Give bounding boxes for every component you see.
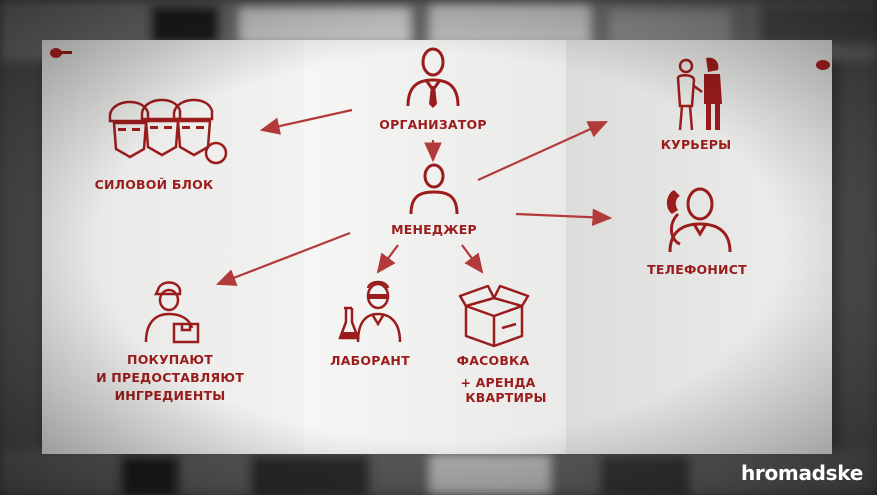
packing-extra-line-2: КВАРТИРЫ <box>465 390 547 405</box>
pin-icon <box>50 48 72 58</box>
arrow-manager-to-couriers <box>477 120 609 182</box>
phone-operator-icon <box>666 187 732 253</box>
couriers-icon <box>676 57 722 131</box>
brand-logo: hromadske <box>740 461 863 485</box>
arrow-manager-to-packing <box>461 244 484 274</box>
businessman-icon <box>406 47 460 108</box>
delivery-person-icon <box>144 281 200 344</box>
lab-label: ЛАБОРАНТ <box>330 353 410 368</box>
lab-scientist-icon <box>338 280 402 343</box>
manager-label: МЕНЕДЖЕР <box>391 222 477 237</box>
arrow-manager-to-buyers <box>215 231 351 286</box>
masked-gang-icon <box>108 98 228 165</box>
pin-icon <box>816 60 830 70</box>
packing-extra-line-1: + АРЕНДА <box>460 375 536 390</box>
open-box-icon <box>458 284 530 348</box>
couriers-label: КУРЬЕРЫ <box>660 137 732 152</box>
arrow-organizer-to-force <box>259 108 353 135</box>
telephonist-label: ТЕЛЕФОНИСТ <box>647 262 747 277</box>
paper-sheet <box>42 40 832 454</box>
force-block-label: СИЛОВОЙ БЛОК <box>94 177 214 192</box>
buyers-label-line-2: И ПРЕДОСТАВЛЯЮТ <box>96 370 244 385</box>
arrow-manager-to-telephonist <box>515 208 613 227</box>
manager-icon <box>409 163 459 215</box>
organizer-label: ОРГАНИЗАТОР <box>379 117 487 132</box>
buyers-label-line-1: ПОКУПАЮТ <box>127 352 213 367</box>
buyers-label-line-3: ИНГРЕДИЕНТЫ <box>114 388 226 403</box>
packing-label: ФАСОВКА <box>456 353 530 368</box>
arrow-manager-to-lab <box>376 244 399 274</box>
